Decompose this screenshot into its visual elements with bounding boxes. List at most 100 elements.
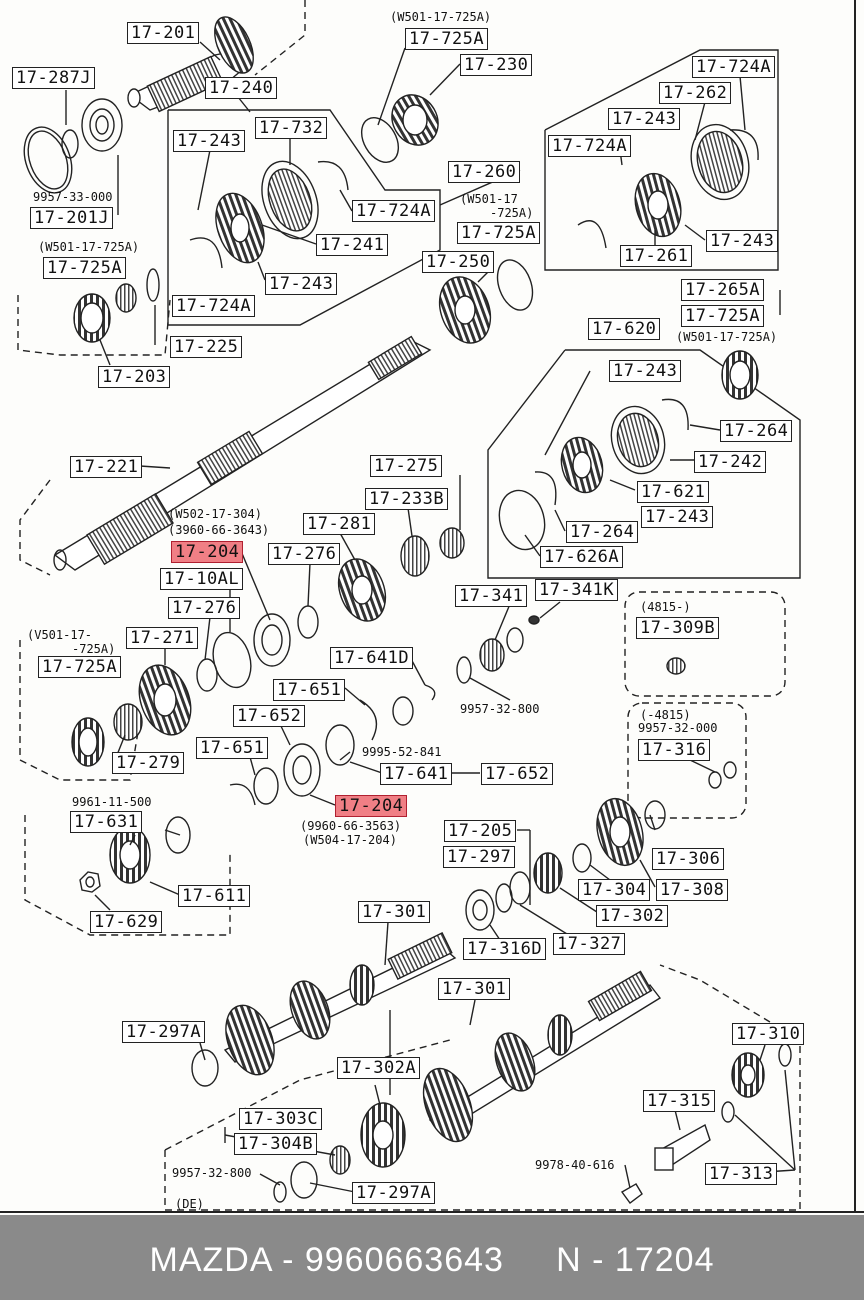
part-note-725a: -725A) [490, 206, 534, 220]
part-label-17-304b[interactable]: 17-304B [234, 1133, 318, 1155]
part-label-17-261[interactable]: 17-261 [620, 245, 693, 267]
part-label-17-651[interactable]: 17-651 [273, 679, 346, 701]
part-label-17-652[interactable]: 17-652 [233, 705, 306, 727]
part-label-17-240[interactable]: 17-240 [205, 77, 278, 99]
part-label-17-303c[interactable]: 17-303C [239, 1108, 323, 1130]
part-label-17-626a[interactable]: 17-626A [540, 546, 624, 568]
part-note-de: (DE) [175, 1197, 204, 1211]
part-label-17-271[interactable]: 17-271 [126, 627, 199, 649]
part-label-17-309b[interactable]: 17-309B [636, 617, 720, 639]
part-label-17-275[interactable]: 17-275 [370, 455, 443, 477]
part-label-17-620[interactable]: 17-620 [588, 318, 661, 340]
part-label-17-281[interactable]: 17-281 [303, 513, 376, 535]
part-note-4815: (4815-) [640, 600, 691, 614]
part-label-17-310[interactable]: 17-310 [732, 1023, 805, 1045]
part-note-9957-32-000: 9957-32-000 [638, 721, 718, 735]
part-label-17-651[interactable]: 17-651 [196, 737, 269, 759]
part-label-17-629[interactable]: 17-629 [90, 911, 163, 933]
part-note-w501-17-725a: (W501-17-725A) [390, 10, 492, 24]
part-label-17-297[interactable]: 17-297 [443, 846, 516, 868]
part-note-w501-17: (W501-17 [460, 192, 518, 206]
part-note-9957-32-800: 9957-32-800 [460, 702, 540, 716]
part-label-17-276[interactable]: 17-276 [268, 543, 341, 565]
part-label-17-201[interactable]: 17-201 [127, 22, 200, 44]
part-note-9957-33-000: 9957-33-000 [33, 190, 113, 204]
part-note-3960-66-3643: (3960-66-3643) [168, 523, 270, 537]
part-label-17-201j[interactable]: 17-201J [30, 207, 114, 229]
part-label-17-301[interactable]: 17-301 [438, 978, 511, 1000]
part-label-17-297a[interactable]: 17-297A [352, 1182, 436, 1204]
part-label-17-724a[interactable]: 17-724A [548, 135, 632, 157]
part-label-17-302a[interactable]: 17-302A [337, 1057, 421, 1079]
part-label-17-313[interactable]: 17-313 [705, 1163, 778, 1185]
part-label-17-297a[interactable]: 17-297A [122, 1021, 206, 1043]
part-label-17-260[interactable]: 17-260 [448, 161, 521, 183]
part-label-17-724a[interactable]: 17-724A [172, 295, 256, 317]
part-label-17-241[interactable]: 17-241 [316, 234, 389, 256]
part-note-w504-17-204: (W504-17-204) [303, 833, 397, 847]
part-label-17-264[interactable]: 17-264 [720, 420, 793, 442]
part-label-17-732[interactable]: 17-732 [255, 117, 328, 139]
part-label-17-327[interactable]: 17-327 [553, 933, 626, 955]
part-label-17-621[interactable]: 17-621 [637, 481, 710, 503]
part-label-17-250[interactable]: 17-250 [422, 251, 495, 273]
part-number-caption: MAZDA - 9960663643 N - 17204 [149, 1241, 715, 1279]
part-label-17-205[interactable]: 17-205 [444, 820, 517, 842]
part-note-725a: -725A) [72, 642, 116, 656]
part-note-9978-40-616: 9978-40-616 [535, 1158, 615, 1172]
part-note-v501-17: (V501-17- [27, 628, 93, 642]
part-label-17-304[interactable]: 17-304 [578, 879, 651, 901]
part-label-17-724a[interactable]: 17-724A [352, 200, 436, 222]
part-label-17-725a[interactable]: 17-725A [38, 656, 122, 678]
part-label-17-204-highlighted[interactable]: 17-204 [335, 795, 408, 817]
part-label-17-316d[interactable]: 17-316D [463, 938, 547, 960]
part-label-17-203[interactable]: 17-203 [98, 366, 171, 388]
part-label-17-10al[interactable]: 17-10AL [160, 568, 244, 590]
part-label-17-652[interactable]: 17-652 [481, 763, 554, 785]
part-label-17-306[interactable]: 17-306 [652, 848, 725, 870]
part-label-17-611[interactable]: 17-611 [178, 885, 251, 907]
part-label-17-243[interactable]: 17-243 [641, 506, 714, 528]
part-note-4815: (-4815) [640, 708, 691, 722]
part-label-17-262[interactable]: 17-262 [659, 82, 732, 104]
part-label-17-243[interactable]: 17-243 [706, 230, 779, 252]
part-label-17-725a[interactable]: 17-725A [681, 305, 765, 327]
part-label-17-242[interactable]: 17-242 [694, 451, 767, 473]
part-note-w502-17-304: (W502-17-304) [168, 507, 262, 521]
part-label-17-302[interactable]: 17-302 [596, 905, 669, 927]
part-label-17-631[interactable]: 17-631 [70, 811, 143, 833]
part-note-9961-11-500: 9961-11-500 [72, 795, 152, 809]
part-label-17-276[interactable]: 17-276 [168, 597, 241, 619]
part-label-17-301[interactable]: 17-301 [358, 901, 431, 923]
part-label-17-316[interactable]: 17-316 [638, 739, 711, 761]
part-note-9957-32-800: 9957-32-800 [172, 1166, 252, 1180]
part-label-17-315[interactable]: 17-315 [643, 1090, 716, 1112]
part-note-9960-66-3563: (9960-66-3563) [300, 819, 402, 833]
part-label-17-287j[interactable]: 17-287J [12, 67, 96, 89]
exploded-view-drawing [0, 0, 864, 1213]
part-label-17-279[interactable]: 17-279 [112, 752, 185, 774]
part-label-17-204-highlighted[interactable]: 17-204 [171, 541, 244, 563]
part-label-17-243[interactable]: 17-243 [608, 108, 681, 130]
part-label-17-641d[interactable]: 17-641D [330, 647, 414, 669]
part-label-17-308[interactable]: 17-308 [656, 879, 729, 901]
part-label-17-230[interactable]: 17-230 [460, 54, 533, 76]
part-label-17-243[interactable]: 17-243 [173, 130, 246, 152]
part-note-w501-17-725a: (W501-17-725A) [676, 330, 778, 344]
part-label-17-233b[interactable]: 17-233B [365, 488, 449, 510]
part-label-17-341[interactable]: 17-341 [455, 585, 528, 607]
part-label-17-265a[interactable]: 17-265A [681, 279, 765, 301]
part-label-17-641[interactable]: 17-641 [380, 763, 453, 785]
part-label-17-221[interactable]: 17-221 [70, 456, 143, 478]
part-label-17-725a[interactable]: 17-725A [43, 257, 127, 279]
part-label-17-341k[interactable]: 17-341K [535, 579, 619, 601]
part-label-17-264[interactable]: 17-264 [566, 521, 639, 543]
part-label-17-243[interactable]: 17-243 [265, 273, 338, 295]
part-label-17-725a[interactable]: 17-725A [405, 28, 489, 50]
part-label-17-243[interactable]: 17-243 [609, 360, 682, 382]
part-label-17-225[interactable]: 17-225 [170, 336, 243, 358]
part-label-17-725a[interactable]: 17-725A [457, 222, 541, 244]
part-note-w501-17-725a: (W501-17-725A) [38, 240, 140, 254]
part-label-17-724a[interactable]: 17-724A [692, 56, 776, 78]
part-number-footer: MAZDA - 9960663643 N - 17204 [0, 1215, 864, 1300]
